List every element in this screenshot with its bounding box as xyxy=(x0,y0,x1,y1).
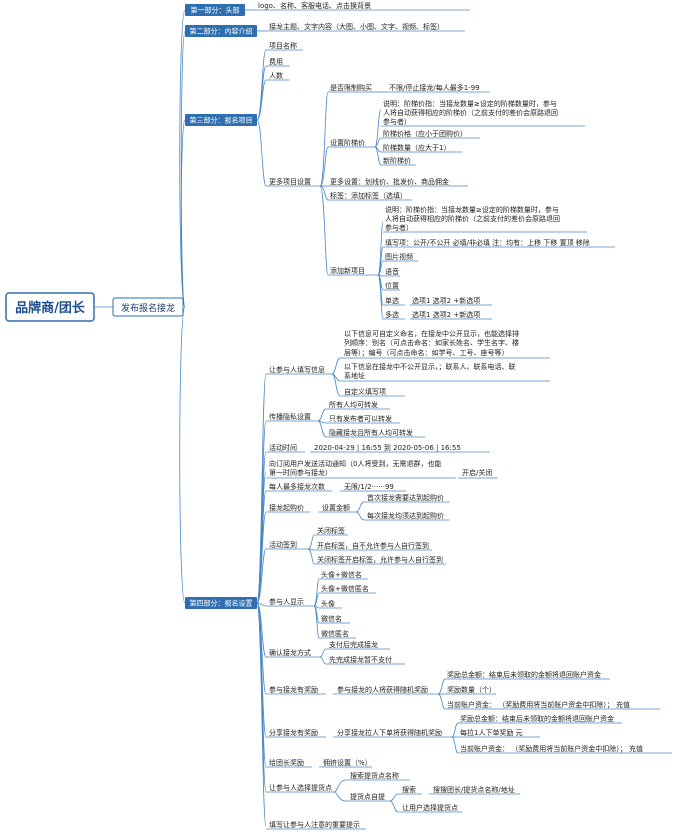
display-opt-3: 头像 xyxy=(321,599,335,608)
privacy-opt-1: 所有人均可转发 xyxy=(329,400,378,409)
info-label: 让参与人填写信息 xyxy=(269,365,325,374)
add-note-1: 说明：阶梯价指：当接龙数量≥设定的阶梯数量时，参与 xyxy=(385,205,559,214)
section-content-label: 第二部分：内容介绍 xyxy=(190,27,253,36)
confirm-opt-2: 先完成接龙暂不支付 xyxy=(329,655,392,664)
item-people: 人数 xyxy=(269,71,283,80)
notify-value: 开启/关闭 xyxy=(462,468,492,477)
time-value: 2020-04-29 | 16:55 到 2020-05-06 | 16:55 xyxy=(314,444,461,452)
info-note2-1: 以下信息在接龙中不公开显示，；联系人、联系电话、联 xyxy=(344,362,516,371)
max-value: 无限/1/2······99 xyxy=(344,482,394,491)
add-item: 添加新项目 xyxy=(330,266,365,275)
tier-note-2: 人将自动获得相应的阶梯价（之前支付的差价会原路退回 xyxy=(383,108,558,117)
section-items: 第三部分：报名项目 项目名称 费用 人数 更多项目设置 是否限制购买 不限/停止… xyxy=(185,41,615,320)
section-header: 第一部分：头部 logo、名称、客服电话、点击换背景 xyxy=(185,1,470,16)
notify-line-1: 向订阅用户发送活动通知（0人将受到，无需退群，也能 xyxy=(269,459,441,468)
single-item: 单选 xyxy=(385,296,399,305)
start-opt-2: 每次接龙均须达到起购价 xyxy=(367,511,444,520)
pickup-search: 搜索 xyxy=(402,785,416,794)
leader-value: 佣挤设置（%） xyxy=(323,758,372,767)
privacy-opt-3: 隐藏接龙且所有人均可转发 xyxy=(329,428,413,437)
display-opt-2: 头像+微信匿名 xyxy=(321,584,369,593)
sign-opt-1: 关闭标签 xyxy=(317,526,345,535)
reward-opt-3: 当前账户资金： （奖励费用将当前账户资金中扣除）； 充值 xyxy=(447,700,630,709)
multi-options: 选项1 选项2 +新选项 xyxy=(412,310,480,319)
add-note-2: 人将自动获得相应的阶梯价（之前支付的差价会原路退回 xyxy=(385,214,560,223)
sign-label: 活动签到 xyxy=(269,540,297,549)
voice-item: 语音 xyxy=(385,267,399,276)
reward-label: 参与接龙有奖励 xyxy=(269,685,318,694)
pickup-user: 让用户选择提货点 xyxy=(402,803,458,812)
section-content: 第二部分：内容介绍 接龙主题、文字内容（大图、小图、文字、视频、标签） xyxy=(185,22,465,37)
confirm-label: 确认接龙方式 xyxy=(269,648,311,657)
tier-qty: 阶梯数量（应大于1） xyxy=(383,143,450,152)
pickup-label: 让参与人选择提货点 xyxy=(269,783,332,792)
item-name: 项目名称 xyxy=(269,41,297,50)
root-node: 品牌商/团长 xyxy=(5,292,95,322)
limit-label: 是否限制购买 xyxy=(330,83,372,92)
connectors-root xyxy=(95,9,186,604)
pickup-opt-2: 提货点自提 xyxy=(350,792,385,801)
more-settings: 更多设置：划线价、批发价、商品佣金 xyxy=(330,177,449,186)
tier-price: 阶梯价格（应小于团购价） xyxy=(383,129,467,138)
info-custom: 自定义填写项 xyxy=(344,387,386,396)
tag-setting: 标签：添加标签（选填） xyxy=(330,191,407,200)
info-note1-3: 层等）；编号（可点击命名：如学号、工号、座号等） xyxy=(344,348,509,357)
location-item: 位置 xyxy=(385,281,399,290)
main-node: 发布报名接龙 xyxy=(112,297,184,317)
display-opt-1: 头像+微信名 xyxy=(321,570,362,579)
notify-line-2: 第一时间参与接龙） xyxy=(269,468,332,477)
display-label: 参与人显示 xyxy=(269,597,304,606)
pickup-opt-1: 搜索提货点名称 xyxy=(350,771,399,780)
start-label: 接龙起购价 xyxy=(269,503,304,512)
start-set: 设置金额 xyxy=(322,503,350,512)
multi-item: 多选 xyxy=(385,310,399,319)
pickup-search-value: 搜搜团长/提货点名称/地址 xyxy=(433,785,515,794)
privacy-opt-2: 只有发布者可以转发 xyxy=(329,414,392,423)
section-header-label: 第一部分：头部 xyxy=(191,6,240,15)
display-opt-4: 微信名 xyxy=(321,614,342,623)
tier-note-1: 说明：阶梯价指：当接龙数量≥设定的阶梯数量时，参与 xyxy=(383,99,557,108)
max-label: 每人最多接龙次数 xyxy=(269,482,325,491)
share-opt-2: 每拉1人下单奖励 元 xyxy=(460,728,523,737)
sign-opt-3: 关闭标签开启标签，允许参与人自行签到 xyxy=(317,555,443,564)
root-label: 品牌商/团长 xyxy=(15,300,86,316)
info-note1-2: 列顺序：别名（可点击命名：如家长姓名、学生名字、楼 xyxy=(344,338,519,347)
tier-new: 新阶梯价 xyxy=(383,156,411,165)
start-opt-1: 首次接龙需要达到起购价 xyxy=(367,493,444,502)
sign-opt-2: 开启标签，自不允许参与人自行签到 xyxy=(317,541,429,550)
add-note-3: 参与者） xyxy=(385,223,413,232)
media-item: 图片视频 xyxy=(385,252,413,261)
info-note1-1: 以下信息可自定义命名，在接龙中公开显示，也能选择排 xyxy=(344,329,519,338)
section-settings: 第四部分：报名设置 让参与人填写信息 以下信息可自定义命名，在接龙中公开显示，也… xyxy=(185,329,672,830)
reward-opt-1: 奖励总金额：结束后未领取的金额将退回账户资金 xyxy=(447,670,601,679)
section-items-label: 第三部分：报名项目 xyxy=(190,116,253,125)
main-label: 发布报名接龙 xyxy=(121,302,175,314)
privacy-label: 传播隐私设置 xyxy=(269,412,311,421)
leader-label: 给团长奖励 xyxy=(269,758,304,767)
tier-label: 设置阶梯价 xyxy=(330,138,365,147)
reward-opt-2: 奖励数量（个） xyxy=(447,685,496,694)
fill-item: 填写项：公开/不公开 必填/非必填 注：均有：上移 下移 置顶 移除 xyxy=(385,238,590,247)
reward-desc: 参与接龙的人将获得随机奖励 xyxy=(337,685,428,694)
share-opt-3: 当前账户资金： （奖励费用将当前账户资金中扣除）； 充值 xyxy=(460,744,643,753)
item-more: 更多项目设置 xyxy=(269,177,311,186)
share-opt-1: 奖励总金额：结束后未领取的金额将退回账户资金 xyxy=(460,714,614,723)
display-opt-5: 微信匿名 xyxy=(321,629,349,638)
single-options: 选项1 选项2 +新选项 xyxy=(412,296,480,305)
limit-value: 不限/停止接龙/每人最多1-99 xyxy=(389,83,480,92)
confirm-opt-1: 支付后完成接龙 xyxy=(329,640,378,649)
section-settings-label: 第四部分：报名设置 xyxy=(190,599,253,608)
tier-note-3: 参与者） xyxy=(383,117,411,126)
notice-label: 填写让参与人注意的重要提示 xyxy=(269,820,360,829)
content-item: 接龙主题、文字内容（大图、小图、文字、视频、标签） xyxy=(269,22,444,31)
info-note2-2: 系地址 xyxy=(344,371,365,380)
header-item: logo、名称、客服电话、点击换背景 xyxy=(258,1,371,10)
item-fee: 费用 xyxy=(269,57,283,66)
share-desc: 分享接龙拉人下单将获得随机奖励 xyxy=(337,728,442,737)
share-label: 分享接龙有奖励 xyxy=(269,728,318,737)
time-label: 活动时间 xyxy=(269,443,297,452)
